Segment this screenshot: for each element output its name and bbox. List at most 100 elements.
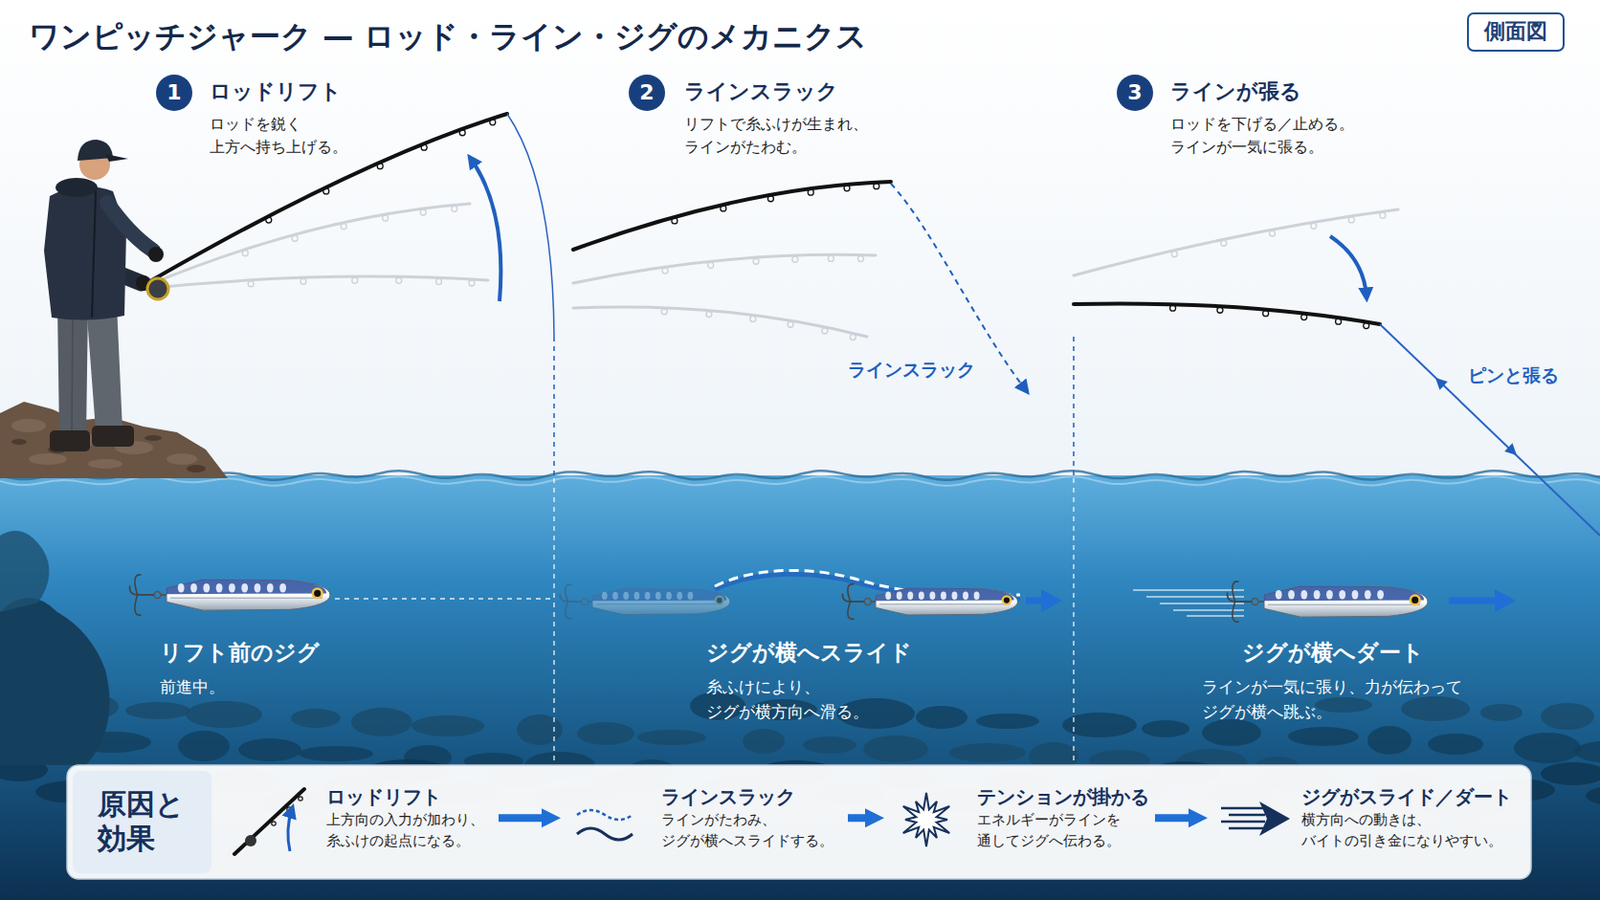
illustration-part (279, 583, 287, 594)
illustration-part (71, 315, 73, 431)
illustration-part (974, 591, 980, 600)
view-badge-text: 側面図 (1484, 18, 1548, 46)
callout-number: 1 (166, 82, 181, 104)
illustration-part (1427, 733, 1484, 756)
illustration-part (596, 603, 723, 605)
illustration-part (242, 250, 248, 257)
illustration-part (767, 196, 774, 202)
illustration-part (573, 254, 876, 284)
fishing-rod (143, 113, 508, 286)
illustration-part (1228, 827, 1266, 831)
illustration-part (271, 822, 276, 826)
step-heading: ラインスラック (684, 78, 839, 107)
illustration-part (847, 584, 855, 602)
illustration-part (1258, 600, 1265, 603)
illustration-part (420, 209, 426, 216)
illustration-part (396, 277, 402, 284)
illustration-part (1364, 590, 1372, 600)
illustration-part (313, 590, 321, 598)
cause-effect-panel: 原因と効果ロッドリフト上方向の入力が加わり、 糸ふけの起点になる。ラインスラック… (66, 765, 1532, 880)
illustration-part (154, 592, 161, 600)
panel-frame (66, 765, 1532, 880)
illustration-part (298, 797, 303, 801)
illustration-part (1335, 318, 1342, 325)
illustration-part (708, 262, 714, 268)
callout-number: 3 (1127, 82, 1142, 104)
effect-text: エネルギーがラインを 通してジグへ伝わる。 (977, 810, 1130, 853)
flow-arrow (847, 814, 866, 823)
illustration-part (843, 594, 851, 602)
illustration-part (216, 583, 223, 594)
illustration-part (976, 713, 1040, 730)
illustration-part (451, 205, 458, 212)
illustration-part (468, 280, 475, 287)
illustration-part (949, 743, 1026, 763)
fishing-rod (1073, 303, 1380, 329)
illustration-part (1313, 590, 1321, 600)
illustration-part (802, 736, 857, 755)
illustration-part (753, 258, 759, 265)
illustration-part (288, 809, 292, 852)
illustration-part (241, 583, 248, 594)
illustration-part (1264, 586, 1424, 601)
illustration-part (86, 304, 123, 431)
illustration-part (875, 588, 1019, 616)
illustration-part (873, 183, 880, 190)
illustration-part (1275, 590, 1283, 600)
step-number: 3 (1116, 74, 1154, 112)
illustration-part (134, 575, 142, 596)
illustration-part (1379, 212, 1386, 219)
illustration-part (55, 177, 98, 198)
illustration-part (573, 181, 891, 250)
illustration-part (382, 215, 389, 222)
step-heading: ラインが張る (1170, 78, 1302, 107)
illustration-part (847, 601, 855, 620)
illustration-part (1221, 807, 1266, 811)
illustration-part (107, 202, 154, 251)
step-text: ロッドを下げる／止める。 ラインが一気に張る。 (1170, 112, 1364, 159)
illustration-part (1326, 590, 1334, 600)
illustration-part (130, 585, 138, 596)
illustration-part (666, 592, 672, 600)
divider (1072, 478, 1075, 762)
illustration-part (864, 599, 871, 606)
illustration-part (1367, 726, 1412, 756)
illustration-part (1288, 727, 1359, 747)
illustration-part (148, 246, 164, 263)
illustration-part (143, 113, 508, 286)
panel-heading-cell (72, 771, 212, 874)
flow-arrow (1155, 814, 1189, 823)
effect-step: ロッドリフト上方向の入力が加わり、 糸ふけの起点になる。 (222, 784, 493, 853)
illustration-part (661, 309, 667, 315)
jig-heading: ジグが横へスライド (706, 639, 912, 668)
ghost-rod (143, 203, 470, 288)
illustration-part (1574, 740, 1600, 764)
illustration-part (1186, 615, 1245, 618)
illustration-part (144, 435, 162, 442)
illustration-part (49, 430, 90, 452)
illustration-part (516, 714, 563, 746)
fishing-line (507, 113, 555, 337)
illustration-part (849, 333, 856, 340)
illustration-part (863, 735, 929, 763)
illustration-part (1411, 597, 1419, 604)
illustration-part (1300, 590, 1308, 600)
illustration-part (143, 276, 489, 289)
effect-text: 横方向への動きは、 バイトの引き金になりやすい。 (1301, 810, 1497, 853)
taut-line (1379, 324, 1600, 536)
illustration-part (857, 256, 864, 263)
effect-text: ラインがたわみ、 ジグが横へスライドする。 (661, 810, 843, 853)
step-number: 1 (155, 74, 193, 112)
illustration-part (1159, 602, 1245, 605)
callout-text: ピンと張る (1467, 363, 1559, 388)
illustration-part (655, 592, 662, 600)
divider (553, 336, 556, 476)
illustration-part (577, 828, 633, 841)
illustration-part (844, 185, 850, 192)
illustration-part (637, 730, 707, 746)
illustration-part (1073, 303, 1380, 325)
sea (0, 475, 1600, 900)
illustration-part (742, 729, 785, 755)
